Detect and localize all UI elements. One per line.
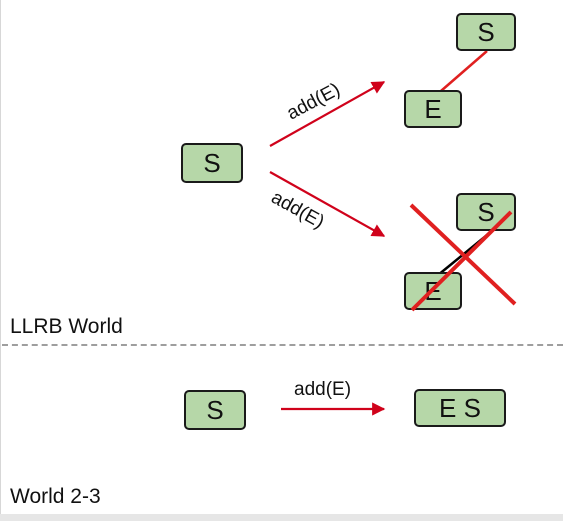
cross-stroke-1 <box>409 203 517 306</box>
llrb-start-node: S <box>181 143 243 183</box>
cross-stroke-2 <box>410 210 513 312</box>
frame-border-bottom <box>0 514 563 521</box>
two-three-result-node: E S <box>414 389 506 427</box>
two-three-world-label: World 2-3 <box>10 485 101 508</box>
world-divider <box>2 344 563 346</box>
frame-border-left <box>0 0 1 516</box>
two-three-add-label: add(E) <box>294 379 351 400</box>
valid-tree-parent-node: S <box>456 13 516 51</box>
upper-add-arrow <box>269 81 386 147</box>
invalid-tree-parent-node: S <box>456 193 516 231</box>
llrb-world-label: LLRB World <box>10 315 123 338</box>
valid-tree-child-node: E <box>404 90 462 128</box>
two-three-start-node: S <box>184 390 246 430</box>
lower-add-arrow <box>269 171 386 237</box>
